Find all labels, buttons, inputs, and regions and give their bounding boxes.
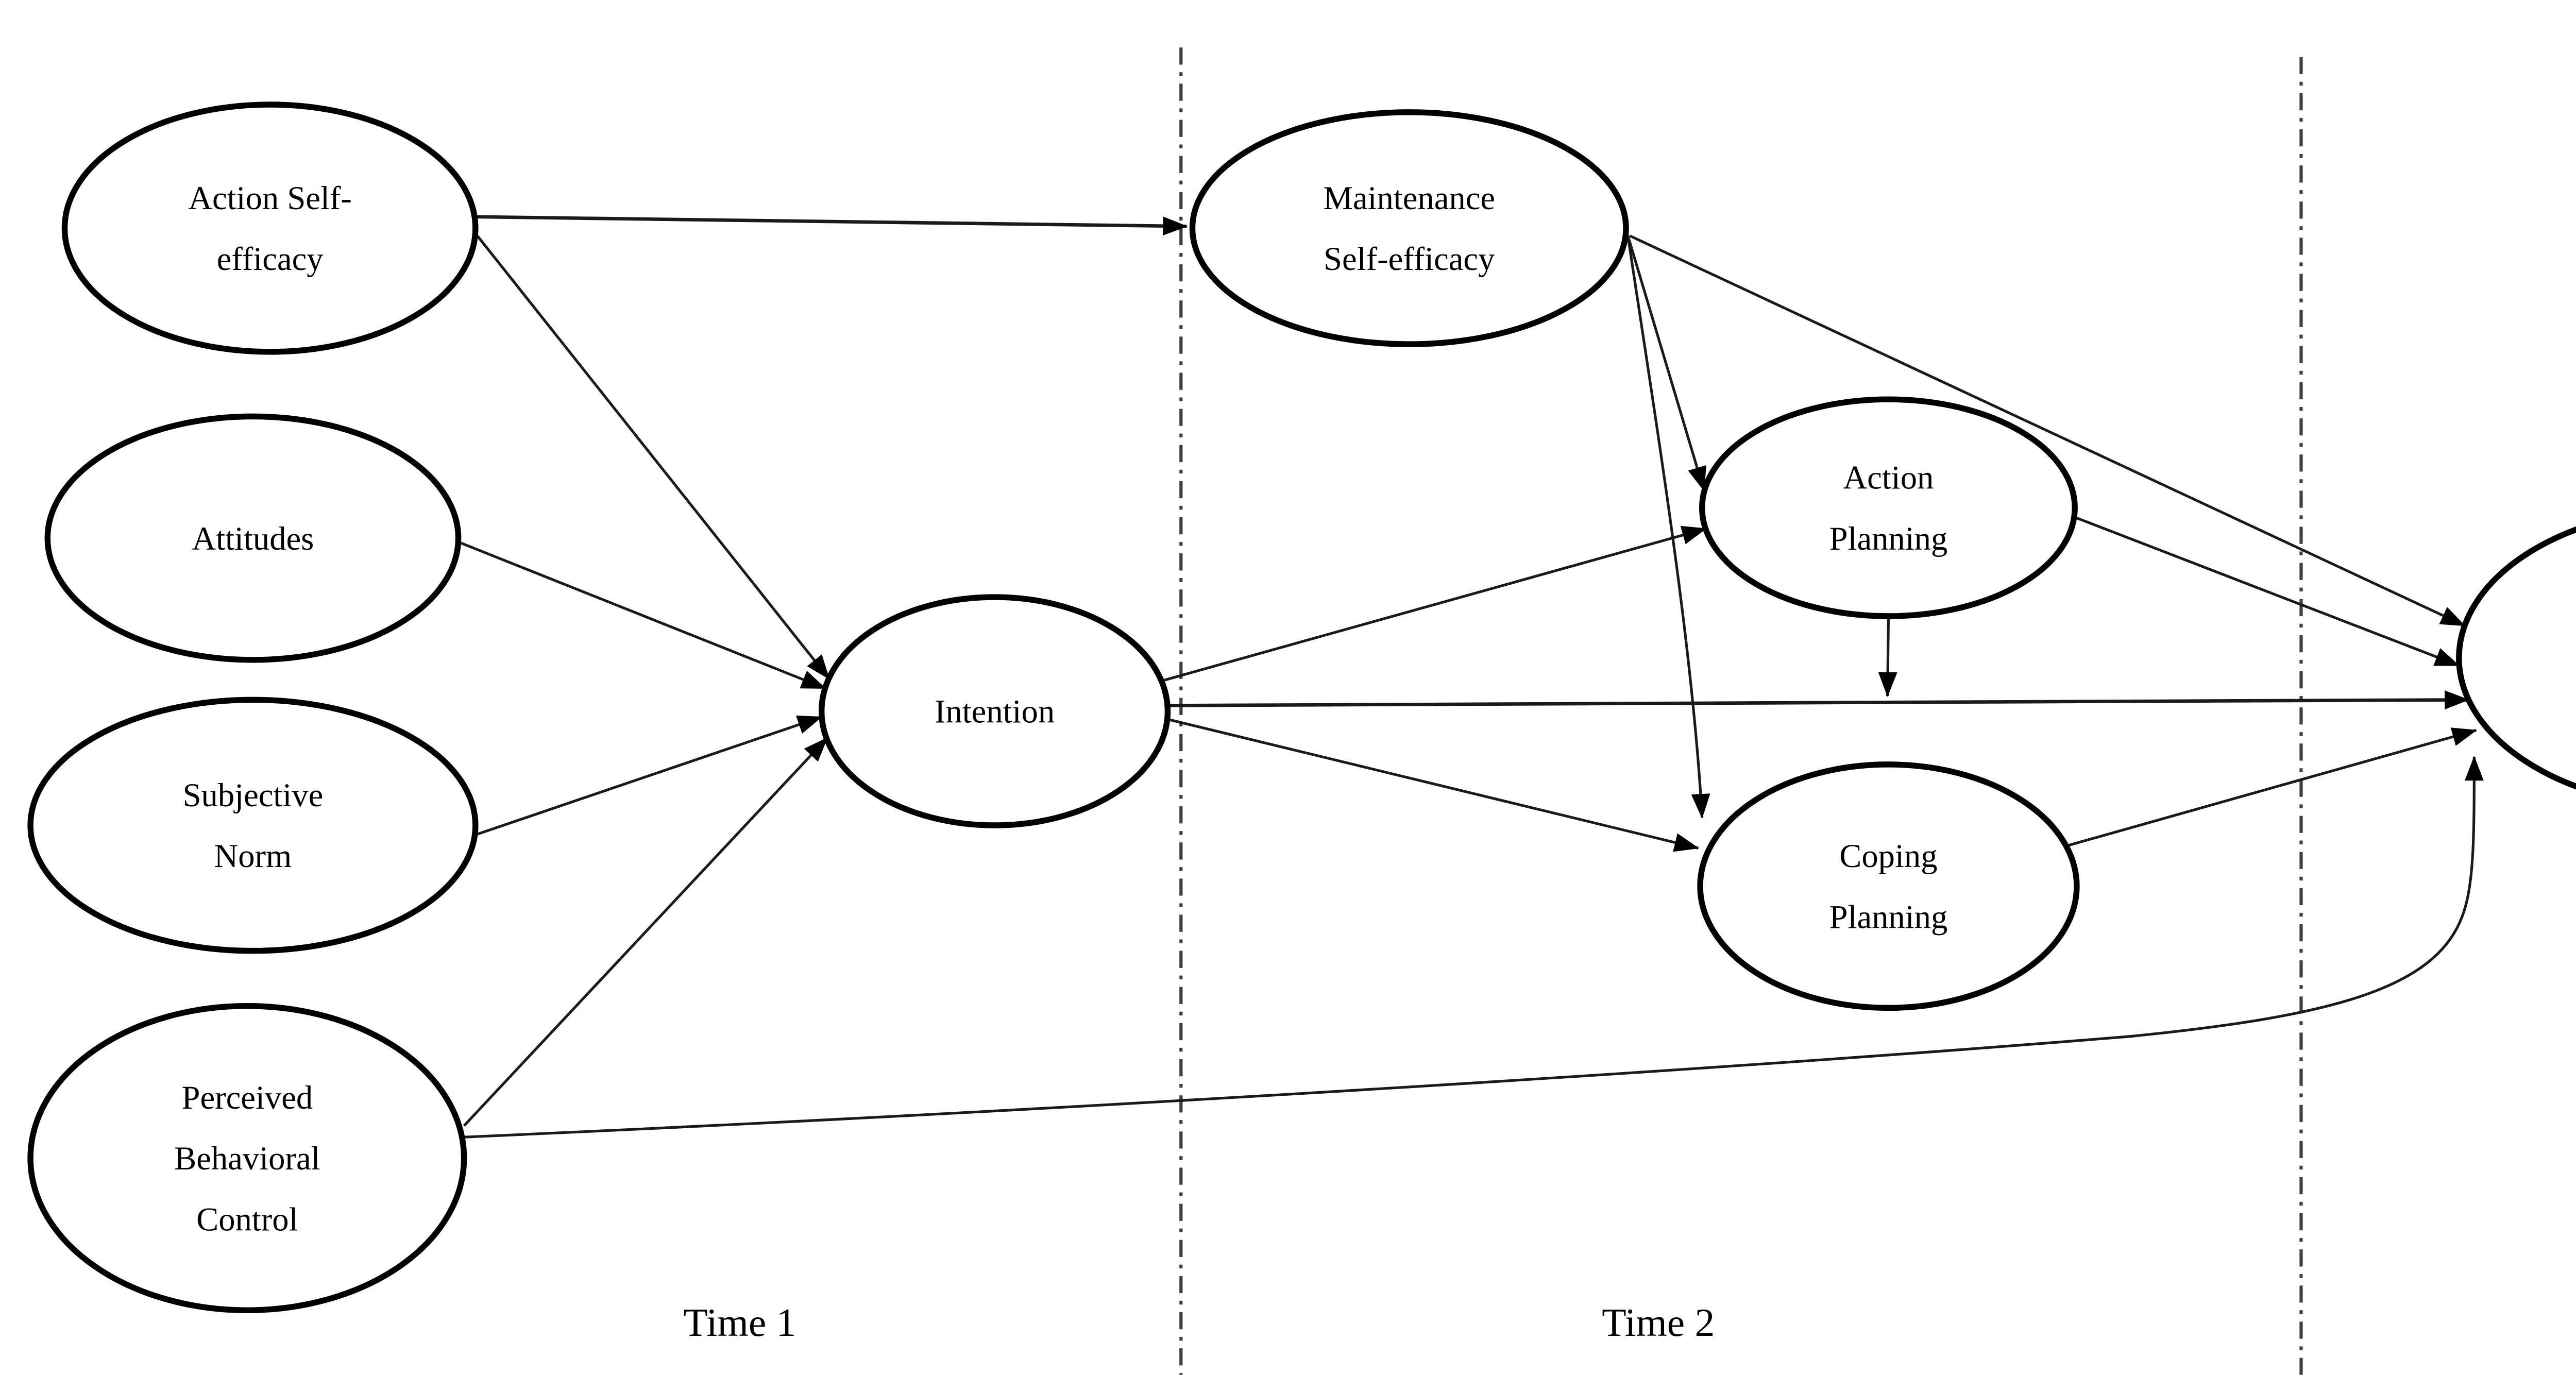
arrow-maintenance-self-efficacy-to-action-planning <box>1626 235 1706 492</box>
arrow-attitudes-to-intention <box>457 540 826 690</box>
arrow-maintenance-self-efficacy-to-hand-washing-sleep-hygiene <box>1629 234 2466 627</box>
node-ellipse-intention <box>818 594 1171 828</box>
node-ellipse-maintenance-self-efficacy <box>1189 109 1629 347</box>
arrow-action-planning-to-hand-washing-sleep-hygiene <box>2074 516 2460 667</box>
node-ellipse-coping-planning <box>1697 761 2080 1011</box>
node-ellipse-attitudes <box>44 413 462 663</box>
arrow-action-self-efficacy-to-maintenance-self-efficacy <box>475 215 1188 236</box>
arrow-action-self-efficacy-to-intention <box>476 235 831 680</box>
time-1-label: Time 1 <box>683 1300 796 1346</box>
arrow-intention-to-hand-washing-sleep-hygiene <box>1167 690 2470 710</box>
arrow-subjective-norm-to-intention <box>474 716 823 836</box>
node-ellipse-action-self-efficacy <box>61 101 479 355</box>
arrow-perceived-behavioral-control-to-intention <box>463 737 828 1127</box>
arrow-intention-to-action-planning <box>1161 525 1707 682</box>
node-ellipse-perceived-behavioral-control <box>27 1003 467 1314</box>
arrow-action-planning-downward <box>1878 616 1897 697</box>
node-ellipse-hand-washing-sleep-hygiene <box>2456 526 2576 790</box>
arrow-coping-planning-to-hand-washing-sleep-hygiene <box>2065 727 2477 848</box>
node-ellipse-subjective-norm <box>27 697 479 954</box>
arrow-perceived-behavioral-control-to-hand-washing-sleep-hygiene <box>462 756 2484 1139</box>
arrow-maintenance-self-efficacy-to-coping-planning <box>1626 235 1710 819</box>
time-2-label: Time 2 <box>1602 1300 1715 1346</box>
arrow-intention-to-coping-planning <box>1165 717 1700 852</box>
node-ellipse-action-planning <box>1699 396 2078 619</box>
